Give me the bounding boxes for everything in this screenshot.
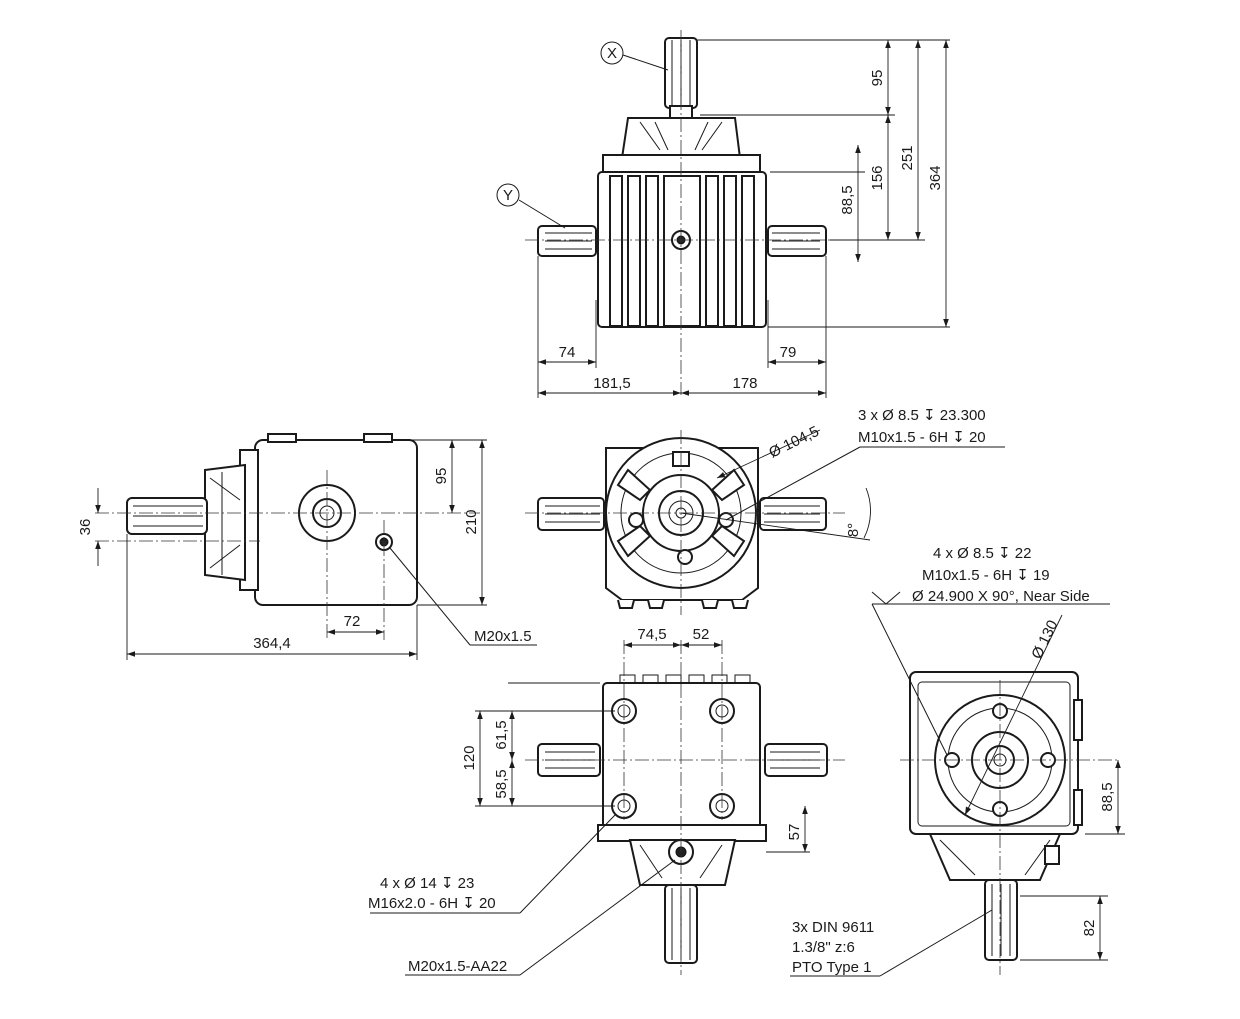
- front-hole-spec-2: M10x1.5 - 6H ↧ 20: [858, 429, 986, 446]
- top-view-fins: [609, 175, 755, 327]
- dim-79: 79: [780, 344, 797, 361]
- dim-181-5: 181,5: [593, 375, 631, 392]
- side-dim-36: 36: [77, 519, 94, 536]
- bottom-callout-drain: M20x1.5-AA22: [408, 958, 507, 975]
- side-dim-364-4: 364,4: [253, 635, 291, 652]
- marker-y: Y: [503, 187, 513, 204]
- side-callout-port: M20x1.5: [474, 628, 532, 645]
- front-angle-8: 8°: [845, 523, 862, 537]
- dim-364: 364: [927, 165, 944, 190]
- dim-88-5: 88,5: [839, 185, 856, 214]
- bottom-dim-120: 120: [461, 745, 478, 770]
- dim-95: 95: [869, 70, 886, 87]
- right-hole-spec-2: M10x1.5 - 6H ↧ 19: [922, 567, 1050, 584]
- right-view: Ø 130 4 x Ø 8.5 ↧ 22 M10x1.5 - 6H ↧ 19 Ø…: [790, 545, 1125, 977]
- right-hole-spec-3: Ø 24.900 X 90°, Near Side: [912, 588, 1090, 605]
- bottom-dim-58-5: 58,5: [493, 769, 510, 798]
- right-hole-spec-1: 4 x Ø 8.5 ↧ 22: [933, 545, 1031, 562]
- bottom-dim-61-5: 61,5: [493, 720, 510, 749]
- bottom-hole-spec-2: M16x2.0 - 6H ↧ 20: [368, 895, 496, 912]
- side-view: 95 210 36 72 364,4 M20x1.5: [77, 433, 537, 660]
- dim-251: 251: [899, 145, 916, 170]
- side-dim-210: 210: [463, 509, 480, 534]
- front-hole-spec-1: 3 x Ø 8.5 ↧ 23.300: [858, 407, 986, 424]
- dim-156: 156: [869, 165, 886, 190]
- bottom-hole-spec-1: 4 x Ø 14 ↧ 23: [380, 875, 474, 892]
- top-view: X Y 88,5 95 156 251 364 74 79 181,5: [496, 30, 950, 398]
- right-dim-88-5: 88,5: [1099, 782, 1116, 811]
- right-dia-130: Ø 130: [1028, 618, 1061, 662]
- right-shaft-spec-1: 3x DIN 9611: [792, 919, 874, 936]
- bottom-dim-57: 57: [786, 824, 803, 841]
- bottom-view: 74,5 52 120 61,5 58,5 57 4 x Ø 14 ↧ 23 M…: [368, 626, 845, 976]
- dim-178: 178: [732, 375, 757, 392]
- right-shaft-spec-2: 1.3/8" z:6: [792, 939, 855, 956]
- bottom-dim-52: 52: [693, 626, 710, 643]
- bottom-dim-74-5: 74,5: [637, 626, 666, 643]
- side-dim-95: 95: [433, 468, 450, 485]
- side-dim-72: 72: [344, 613, 361, 630]
- marker-x: X: [607, 45, 617, 62]
- dim-74: 74: [559, 344, 576, 361]
- front-dia-104-5: Ø 104,5: [766, 423, 821, 462]
- right-dim-82: 82: [1081, 920, 1098, 937]
- front-view: Ø 104,5 3 x Ø 8.5 ↧ 23.300 M10x1.5 - 6H …: [525, 407, 1005, 615]
- right-shaft-spec-3: PTO Type 1: [792, 959, 872, 976]
